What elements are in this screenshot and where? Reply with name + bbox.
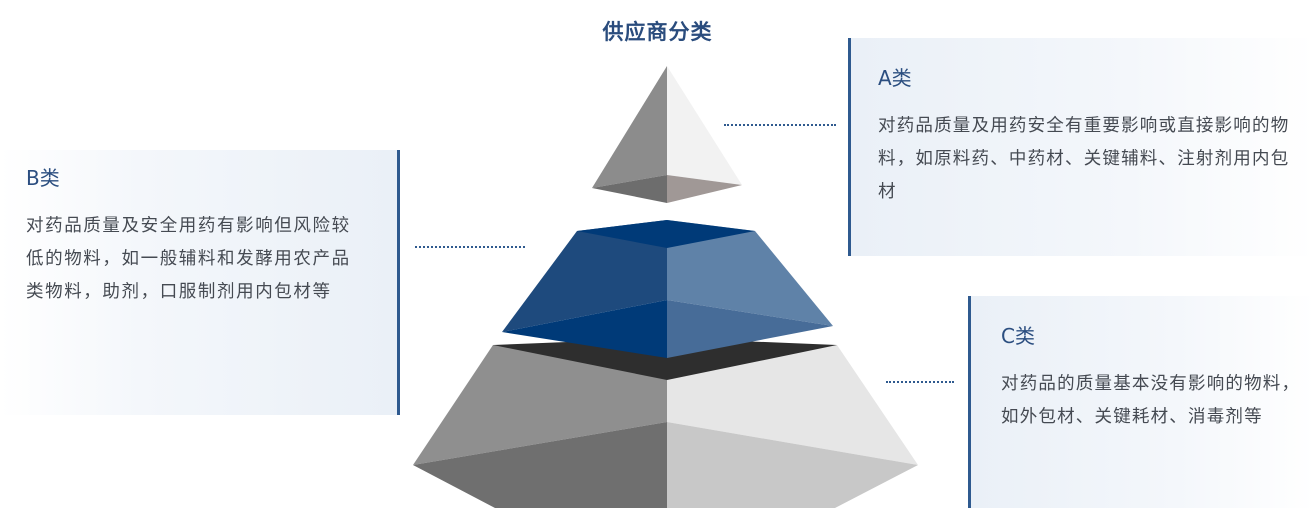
tier-b-card: B类 对药品质量及安全用药有影响但风险较低的物料，如一般辅料和发酵用农产品类物料… bbox=[0, 150, 400, 415]
diagram-title: 供应商分类 bbox=[602, 20, 713, 44]
tier-a-card: A类 对药品质量及用药安全有重要影响或直接影响的物料，如原料药、中药材、关键辅料… bbox=[848, 38, 1315, 256]
connector-c bbox=[886, 381, 954, 383]
tier-c-label: C类 bbox=[1001, 324, 1035, 348]
tier-a-label: A类 bbox=[878, 66, 912, 90]
tier-a-description: 对药品质量及用药安全有重要影响或直接影响的物料，如原料药、中药材、关键辅料、注射… bbox=[878, 116, 1290, 202]
connector-a bbox=[724, 124, 836, 126]
pyramid-tier-c bbox=[413, 338, 918, 508]
pyramid-tier-b bbox=[502, 220, 833, 358]
tier-c-description: 对药品的质量基本没有影响的物料，如外包材、关键耗材、消毒剂等 bbox=[1001, 374, 1301, 427]
connector-b bbox=[415, 246, 525, 248]
tier-c-card: C类 对药品的质量基本没有影响的物料，如外包材、关键耗材、消毒剂等 bbox=[968, 296, 1315, 508]
pyramid-tier-a bbox=[592, 66, 742, 203]
tier-b-description: 对药品质量及安全用药有影响但风险较低的物料，如一般辅料和发酵用农产品类物料，助剂… bbox=[26, 216, 351, 302]
tier-b-label: B类 bbox=[26, 166, 60, 190]
